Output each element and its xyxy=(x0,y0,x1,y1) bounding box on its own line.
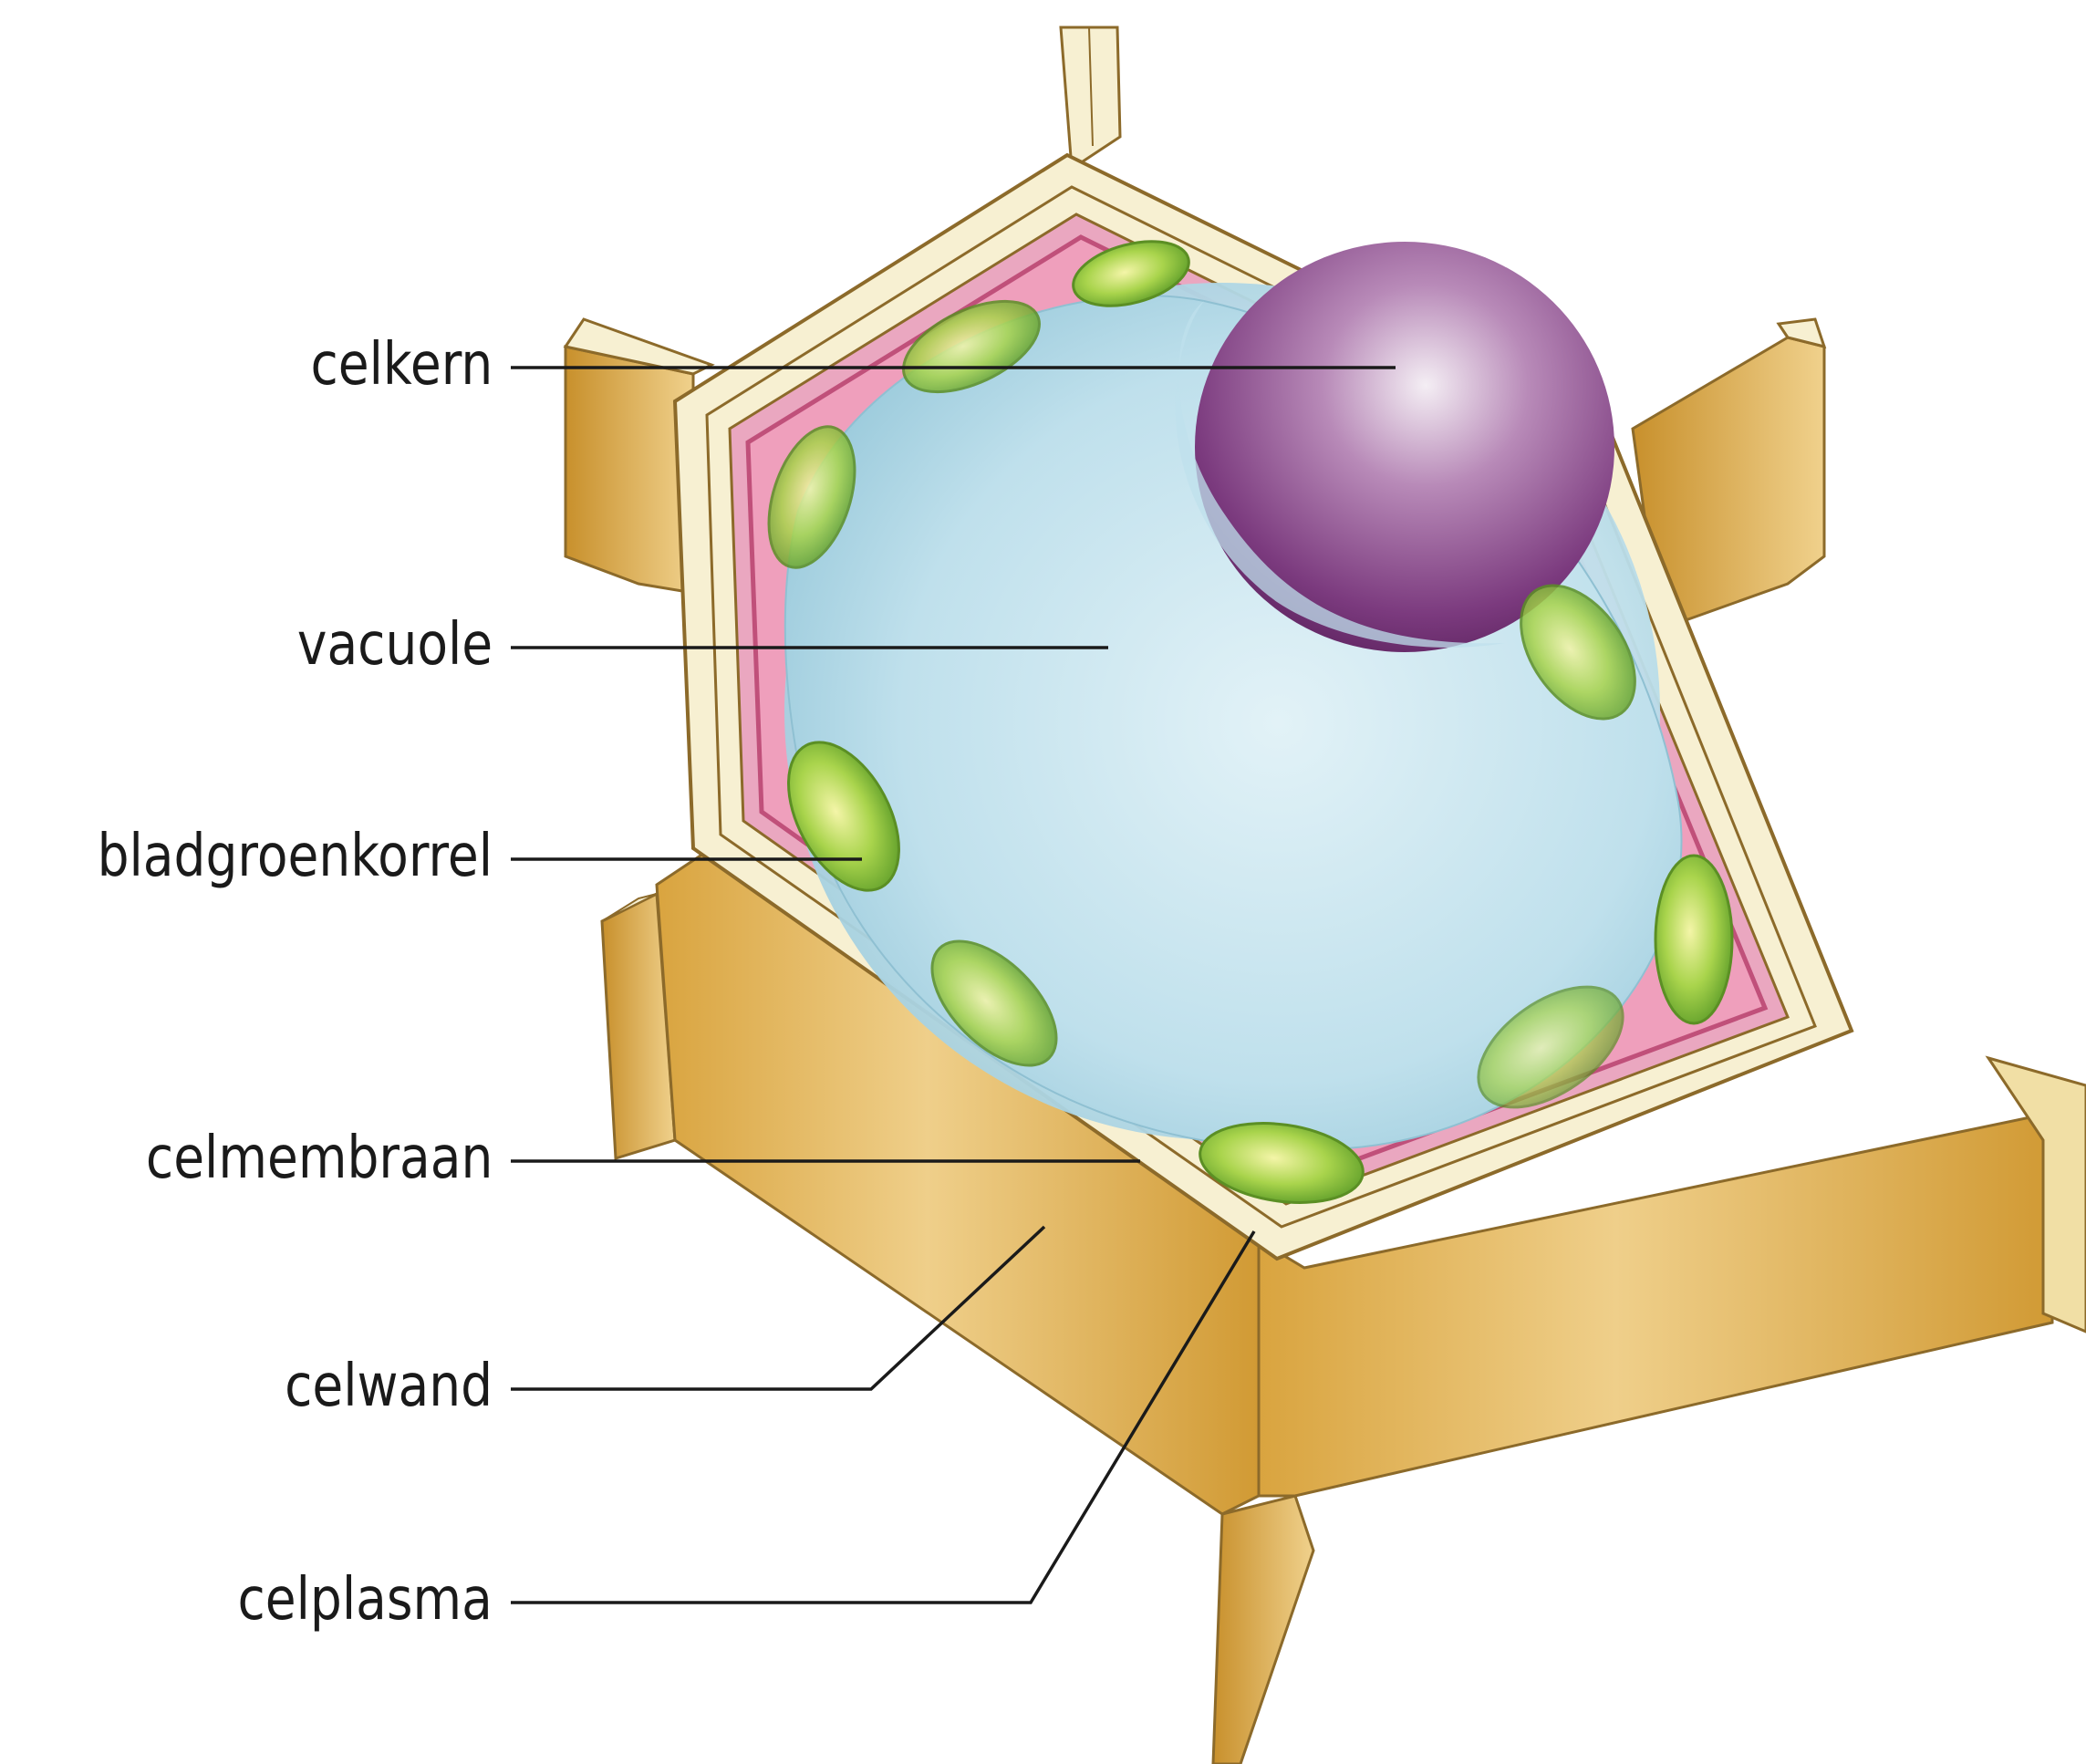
label-vacuole: vacuole xyxy=(297,616,493,674)
label-celmembraan: celmembraan xyxy=(146,1129,493,1188)
chloroplast xyxy=(1655,856,1732,1023)
label-celwand: celwand xyxy=(285,1357,493,1416)
label-celkern: celkern xyxy=(310,336,493,394)
cell-wall-top-stub xyxy=(1061,27,1120,169)
label-celplasma: celplasma xyxy=(238,1571,493,1629)
label-bladgroenkorrel: bladgroenkorrel xyxy=(98,827,493,886)
